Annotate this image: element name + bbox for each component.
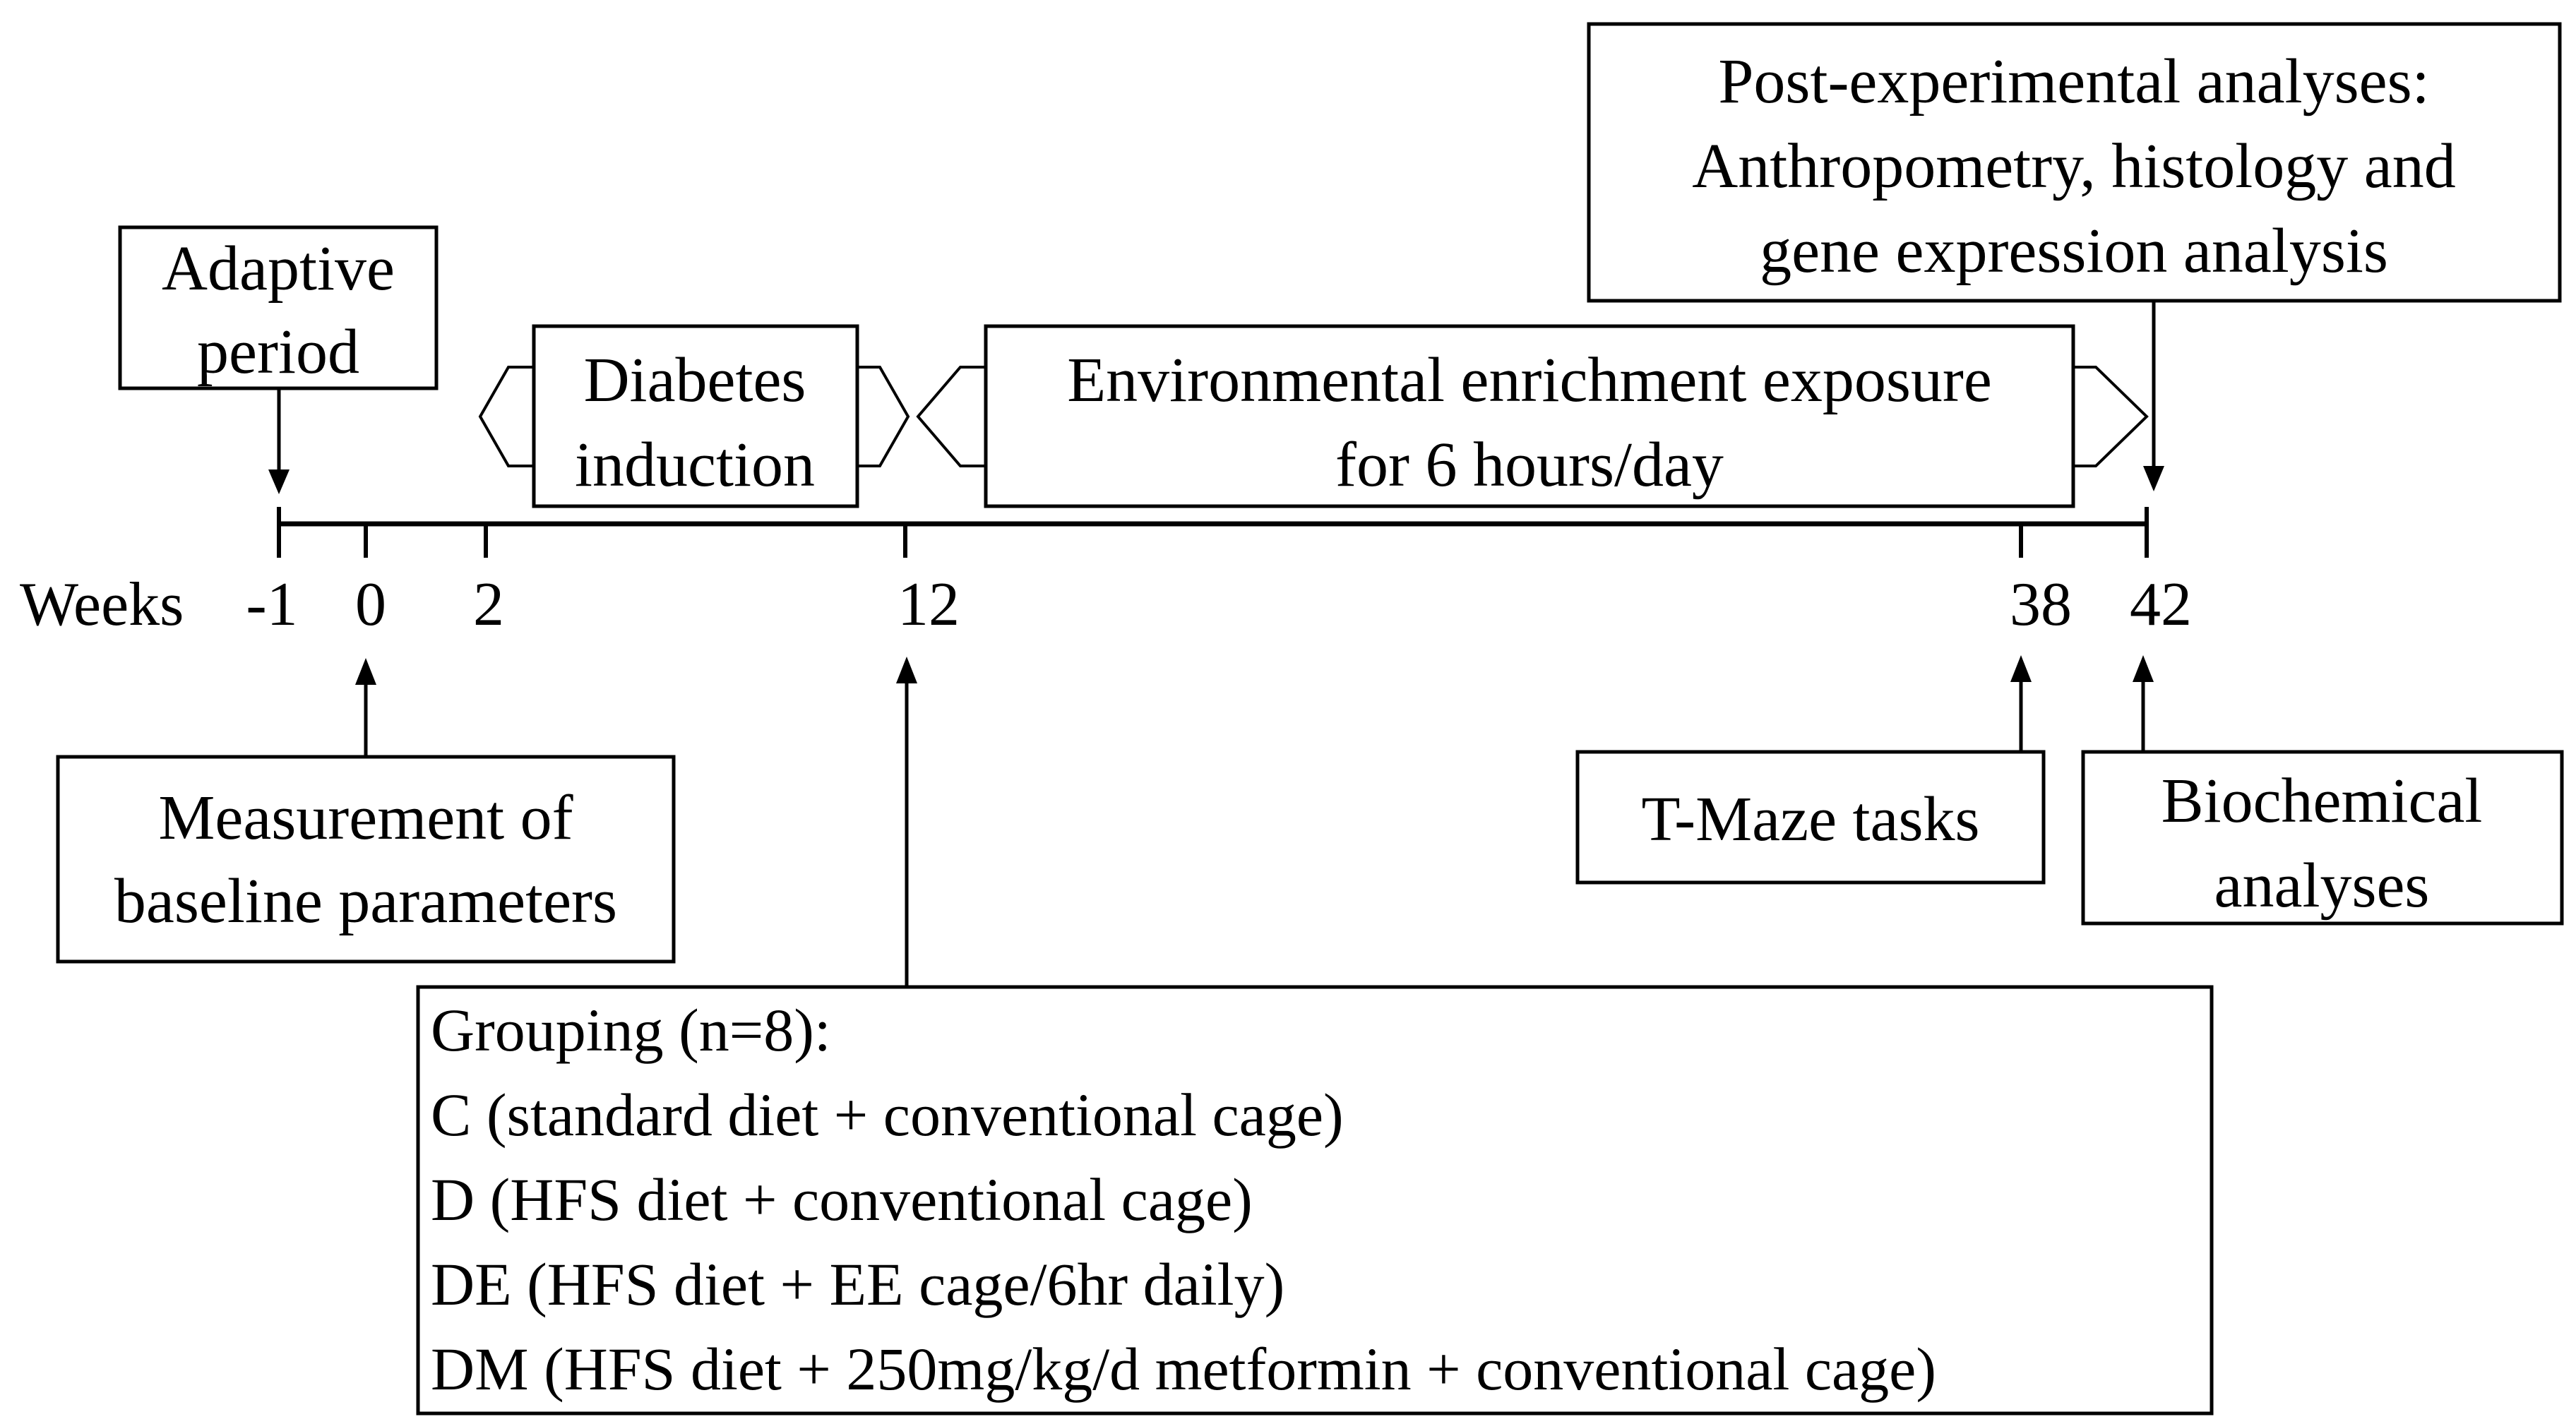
diabetes-induction-left-arrow-icon bbox=[478, 366, 535, 467]
grouping-item-dm: DM (HFS diet + 250mg/kg/d metformin + co… bbox=[431, 1335, 1936, 1403]
biochemical-line2: analyses bbox=[2214, 851, 2430, 921]
diabetes-induction-arrow: Diabetes induction bbox=[478, 324, 910, 508]
tmaze-box: T-Maze tasks bbox=[1575, 750, 2046, 885]
grouping-arrow-head-icon bbox=[896, 657, 917, 683]
tmaze-arrow-head-icon bbox=[2010, 655, 2032, 682]
tmaze-label: T-Maze tasks bbox=[1641, 784, 1979, 854]
grouping-item-de: DE (HFS diet + EE cage/6hr daily) bbox=[431, 1250, 1284, 1318]
post-experimental-line2: Anthropometry, histology and bbox=[1692, 131, 2456, 201]
tick-label-minus1: -1 bbox=[246, 570, 297, 639]
baseline-arrow-head-icon bbox=[355, 658, 376, 685]
environmental-enrichment-arrow: Environmental enrichment exposure for 6 … bbox=[916, 324, 2149, 508]
adaptive-period-box: Adaptive period bbox=[118, 225, 439, 390]
tick-label-42: 42 bbox=[2130, 570, 2192, 639]
baseline-line1: Measurement of bbox=[158, 783, 573, 853]
biochemical-line1: Biochemical bbox=[2161, 766, 2483, 836]
biochemical-box: Biochemical analyses bbox=[2081, 750, 2564, 926]
biochemical-arrow-head-icon bbox=[2133, 655, 2154, 682]
enrichment-line1: Environmental enrichment exposure bbox=[1067, 345, 1992, 415]
post-experimental-box: Post-experimental analyses: Anthropometr… bbox=[1587, 22, 2562, 303]
grouping-item-d: D (HFS diet + conventional cage) bbox=[431, 1166, 1253, 1233]
diabetes-induction-line1: Diabetes bbox=[584, 345, 806, 415]
tick-label-12: 12 bbox=[898, 570, 960, 639]
baseline-line2: baseline parameters bbox=[114, 866, 617, 936]
grouping-box: Grouping (n=8): C (standard diet + conve… bbox=[416, 985, 2214, 1416]
post-experimental-line1: Post-experimental analyses: bbox=[1718, 47, 2429, 116]
grouping-item-c: C (standard diet + conventional cage) bbox=[431, 1081, 1344, 1149]
baseline-box: Measurement of baseline parameters bbox=[56, 755, 676, 964]
post-experimental-arrow-head-icon bbox=[2143, 466, 2164, 491]
diabetes-induction-line2: induction bbox=[575, 430, 815, 500]
tick-label-2: 2 bbox=[473, 570, 504, 639]
timeline-label: Weeks bbox=[20, 570, 184, 639]
adaptive-arrow-head-icon bbox=[268, 469, 290, 494]
tick-label-0: 0 bbox=[355, 570, 386, 639]
adaptive-period-line2: period bbox=[197, 317, 359, 387]
grouping-title: Grouping (n=8): bbox=[431, 996, 831, 1064]
enrichment-left-arrow-icon bbox=[916, 366, 989, 467]
adaptive-period-line1: Adaptive bbox=[162, 234, 395, 304]
diabetes-induction-right-arrow-icon bbox=[853, 366, 910, 467]
tick-label-38: 38 bbox=[2010, 570, 2072, 639]
post-experimental-line3: gene expression analysis bbox=[1760, 216, 2388, 286]
enrichment-right-arrow-icon bbox=[2068, 366, 2149, 467]
enrichment-line2: for 6 hours/day bbox=[1335, 430, 1724, 500]
